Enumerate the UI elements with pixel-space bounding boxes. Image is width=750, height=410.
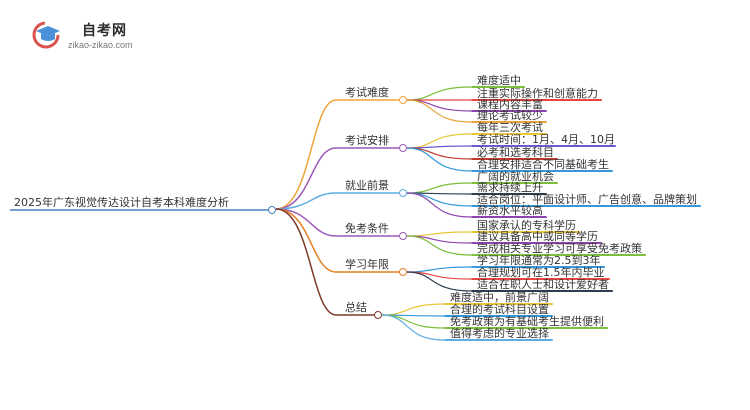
leaf-topic: 国家承认的专科学历 <box>477 219 576 232</box>
leaf-topic: 学习年限通常为2.5到3年 <box>477 254 601 267</box>
branch-node-dot[interactable] <box>399 144 407 152</box>
leaf-topic: 考试时间：1月、4月、10月 <box>477 133 615 146</box>
leaf-topic: 值得考虑的专业选择 <box>450 327 549 340</box>
leaf-connector <box>381 314 445 329</box>
branch-node-dot[interactable] <box>374 311 382 319</box>
leaf-connector <box>381 303 445 316</box>
leaf-underline <box>471 266 605 268</box>
branch-topic-1: 考试难度 <box>345 86 389 99</box>
branch-node-dot[interactable] <box>399 96 407 104</box>
leaf-topic: 合理的考试科目设置 <box>450 303 549 316</box>
leaf-connector <box>406 147 472 172</box>
branch-connector-5 <box>275 208 399 273</box>
leaf-connector <box>406 231 472 237</box>
branch-node-dot[interactable] <box>399 189 407 197</box>
leaf-underline <box>471 158 558 160</box>
leaf-underline <box>471 99 602 101</box>
leaf-underline <box>471 205 701 207</box>
branch-topic-4: 免考条件 <box>345 222 389 235</box>
leaf-connector <box>406 271 472 292</box>
leaf-topic: 适合岗位：平面设计师、广告创意、品牌策划 <box>477 193 697 206</box>
leaf-topic: 适合在职人士和设计爱好者 <box>477 278 609 291</box>
branch-connector-6 <box>275 208 374 316</box>
leaf-underline <box>471 145 616 147</box>
branch-connector-3 <box>275 192 399 210</box>
leaf-topic: 课程内容丰富 <box>477 98 543 111</box>
leaf-connector <box>406 182 472 194</box>
leaf-connector <box>406 235 472 256</box>
branch-connector-1 <box>275 99 399 210</box>
site-logo[interactable]: 自考网 zikao-zikao.com <box>30 16 150 56</box>
branch-connector-4 <box>275 208 399 237</box>
leaf-underline <box>444 303 553 305</box>
leaf-underline <box>471 182 558 184</box>
leaf-connector <box>406 86 472 101</box>
leaf-underline <box>471 231 580 233</box>
leaf-connector <box>406 192 472 207</box>
leaf-connector <box>406 99 472 123</box>
leaf-connector <box>406 266 472 273</box>
leaf-underline <box>471 242 602 244</box>
leaf-underline <box>444 327 608 329</box>
leaf-topic: 薪资水平较高 <box>477 204 543 217</box>
leaf-topic: 每年三次考试 <box>477 121 543 134</box>
leaf-underline <box>471 110 547 112</box>
leaf-underline <box>471 193 547 195</box>
leaf-underline <box>471 254 646 256</box>
leaf-underline <box>471 133 547 135</box>
leaf-underline <box>444 315 553 317</box>
leaf-topic: 合理规划可在1.5年内毕业 <box>477 266 605 279</box>
root-node-dot[interactable] <box>268 206 276 214</box>
leaf-topic: 合理安排适合不同基础考生 <box>477 158 609 171</box>
leaf-topic: 难度适中 <box>477 74 521 87</box>
leaf-topic: 难度适中，前景广阔 <box>450 291 549 304</box>
leaf-topic: 免考政策为有基础考生提供便利 <box>450 315 604 328</box>
leaf-underline <box>444 339 553 341</box>
leaf-underline <box>471 86 525 88</box>
branch-topic-3: 就业前景 <box>345 179 389 192</box>
leaf-topic: 建议具备高中或同等学历 <box>477 230 598 243</box>
branch-topic-6: 总结 <box>345 301 367 314</box>
leaf-topic: 需求持续上升 <box>477 181 543 194</box>
leaf-underline <box>471 170 613 172</box>
branch-topic-5: 学习年限 <box>345 258 389 271</box>
branch-connector-2 <box>275 147 399 210</box>
logo-title: 自考网 <box>82 23 127 39</box>
leaf-connector <box>406 192 472 218</box>
leaf-topic: 完成相关专业学习可享受免考政策 <box>477 242 642 255</box>
branch-topic-2: 考试安排 <box>345 134 389 147</box>
leaf-topic: 广阔的就业机会 <box>477 170 554 183</box>
leaf-underline <box>471 121 547 123</box>
branch-node-dot[interactable] <box>399 232 407 240</box>
leaf-underline <box>471 278 610 280</box>
leaf-underline <box>471 216 547 218</box>
logo-site-url: zikao-zikao.com <box>68 40 133 50</box>
leaf-topic: 注重实际操作和创意能力 <box>477 87 598 100</box>
leaf-topic: 理论考试较少 <box>477 109 543 122</box>
mortarboard-logo-icon <box>32 21 60 49</box>
leaf-connector <box>381 314 445 341</box>
leaf-topic: 必考和选考科目 <box>477 146 554 159</box>
mindmap-root-topic: 2025年广东视觉传达设计自考本科难度分析 <box>14 196 229 209</box>
leaf-underline <box>471 290 613 292</box>
branch-node-dot[interactable] <box>399 268 407 276</box>
